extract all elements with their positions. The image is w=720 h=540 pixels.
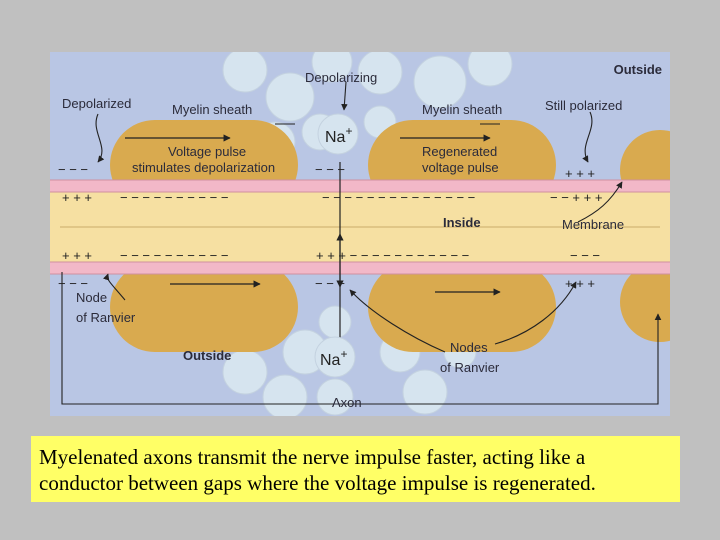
label-nodes-ranvier-2: of Ranvier xyxy=(440,360,500,375)
na-ion-bottom: Na+ xyxy=(314,336,356,378)
svg-text:Na+: Na+ xyxy=(320,347,347,369)
label-outside-top: Outside xyxy=(614,62,662,77)
na-ion-top: Na+ xyxy=(317,113,359,155)
label-regenerated-2: voltage pulse xyxy=(422,160,499,175)
label-regenerated-1: Regenerated xyxy=(422,144,497,159)
label-voltage-pulse-1: Voltage pulse xyxy=(168,144,246,159)
caption-text: Myelenated axons transmit the nerve impu… xyxy=(39,445,596,495)
svg-text:− − −: − − − xyxy=(58,276,88,291)
label-still-polarized: Still polarized xyxy=(545,98,622,113)
svg-text:Na+: Na+ xyxy=(325,124,352,146)
svg-text:− − − − − − − − − − − − − −: − − − − − − − − − − − − − − xyxy=(322,190,475,205)
charge-signs: − − − − − − + + + + + + − − − − − − − − … xyxy=(58,162,602,291)
label-outside-bottom: Outside xyxy=(183,348,231,363)
label-depolarized: Depolarized xyxy=(62,96,131,111)
label-voltage-pulse-2: stimulates depolarization xyxy=(132,160,275,175)
myelin-lobe-bottom-right xyxy=(368,262,556,352)
membrane-top xyxy=(50,180,670,192)
label-membrane: Membrane xyxy=(562,217,624,232)
svg-text:+ + +: + + + xyxy=(62,190,92,205)
label-myelin-sheath-left: Myelin sheath xyxy=(172,102,252,117)
svg-text:− − − − − − − − − −: − − − − − − − − − − xyxy=(120,190,228,205)
label-axon: Axon xyxy=(332,395,362,410)
label-node-ranvier-1: Node xyxy=(76,290,107,305)
label-node-ranvier-2: of Ranvier xyxy=(76,310,136,325)
label-myelin-sheath-right: Myelin sheath xyxy=(422,102,502,117)
svg-text:+ + +: + + + xyxy=(565,276,595,291)
myelinated-axon-diagram: − − − − − − + + + + + + − − − − − − − − … xyxy=(50,52,670,416)
membrane-bottom xyxy=(50,262,670,274)
label-nodes-ranvier-1: Nodes xyxy=(450,340,488,355)
label-inside: Inside xyxy=(443,215,481,230)
svg-text:+ + +: + + + xyxy=(62,248,92,263)
svg-text:− − −: − − − xyxy=(315,162,345,177)
svg-text:− − + + +: − − + + + xyxy=(550,190,602,205)
label-depolarizing: Depolarizing xyxy=(305,70,377,85)
myelin-lobe-bottom-left xyxy=(110,262,298,352)
svg-text:− − −: − − − xyxy=(570,248,600,263)
svg-text:+ + + − − − − − − − − − − −: + + + − − − − − − − − − − − xyxy=(316,248,469,263)
svg-text:+ + +: + + + xyxy=(565,166,595,181)
caption-box: Myelenated axons transmit the nerve impu… xyxy=(31,436,680,502)
pointer-lines xyxy=(61,81,662,405)
svg-text:− − − − − − − − − −: − − − − − − − − − − xyxy=(120,248,228,263)
svg-text:− − −: − − − xyxy=(58,162,88,177)
diagram-canvas: − − − − − − + + + + + + − − − − − − − − … xyxy=(50,52,670,416)
